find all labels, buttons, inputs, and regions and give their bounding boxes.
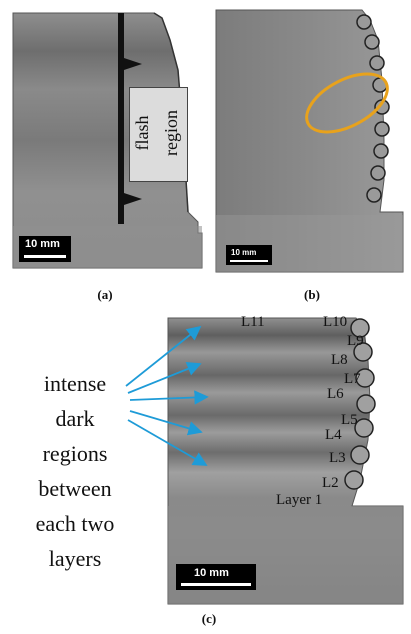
panel-b-highlight-ellipse: [305, 72, 389, 134]
panel-b-scale-text: 10 mm: [231, 248, 257, 257]
layer-label-l9: L9: [347, 333, 364, 349]
layer-label-l10: L10: [323, 314, 348, 330]
panel-c-image: [167, 317, 404, 605]
annotation-line-5: each two: [35, 511, 115, 536]
layer-label-layer1: Layer 1: [276, 492, 323, 508]
flash-label-line2: region: [161, 110, 181, 156]
panel-c-bulges: [344, 318, 376, 490]
layer-label-l11: L11: [241, 314, 265, 330]
layer-label-l6: L6: [327, 386, 344, 402]
arrow-5: [127, 419, 208, 466]
panel-c-caption: (c): [201, 611, 217, 626]
panel-b-bulges: [356, 14, 390, 203]
panel-c-scale-bar: 10 mm: [176, 564, 256, 590]
layer-label-l5: L5: [341, 412, 358, 428]
layer-label-l7: L7: [344, 371, 361, 387]
panel-a-scale-bar: 10 mm: [19, 236, 71, 262]
panel-a-caption: (a): [97, 287, 113, 302]
panel-b-scale-bar: 10 mm: [226, 245, 272, 265]
panel-b-caption: (b): [304, 287, 320, 302]
arrow-2: [127, 362, 202, 394]
panel-c-scale-text: 10 mm: [194, 567, 229, 579]
layer-label-l4: L4: [325, 427, 342, 443]
arrow-4: [129, 410, 203, 436]
annotation-line-2: dark: [55, 406, 95, 431]
layer-label-l3: L3: [329, 450, 346, 466]
panel-a-scale-text: 10 mm: [25, 238, 60, 250]
layer-label-l8: L8: [331, 352, 348, 368]
flash-label-line1: flash: [132, 115, 152, 151]
layer-label-l2: L2: [322, 475, 339, 491]
annotation-line-3: regions: [42, 441, 108, 466]
annotation-arrows: [125, 325, 209, 466]
annotation-line-6: layers: [48, 546, 102, 571]
arrow-1: [125, 325, 202, 387]
panel-a-vertical-marker: [118, 13, 142, 224]
arrow-3: [129, 390, 209, 405]
annotation-line-4: between: [38, 476, 112, 501]
flash-region-box: flash region: [129, 87, 188, 182]
annotation-line-1: intense: [43, 371, 107, 396]
panel-b-image: [215, 9, 404, 273]
annotation-text: intense dark regions between each two la…: [8, 366, 142, 576]
